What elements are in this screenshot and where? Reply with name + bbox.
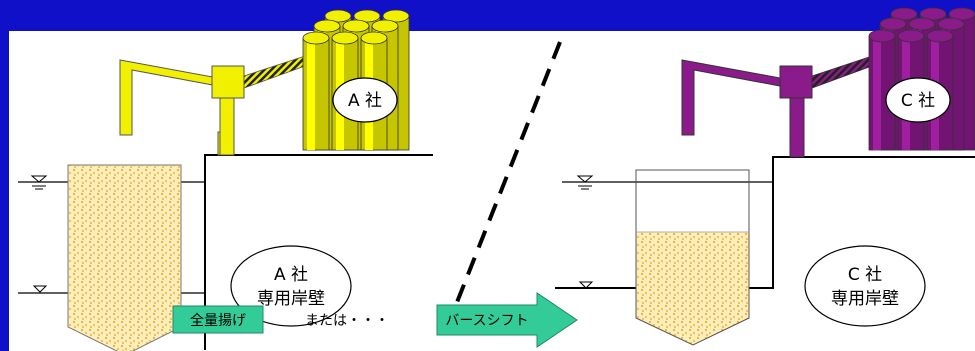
left-berth-line2: 専用岸壁 xyxy=(257,289,325,309)
left-silo-label: A 社 xyxy=(348,91,382,111)
right-seabed-symbol xyxy=(578,281,594,289)
frame-top-bar xyxy=(0,0,975,28)
silo-top xyxy=(382,9,410,23)
silo-top xyxy=(926,29,954,43)
full-unload-label-box xyxy=(172,305,264,334)
left-ship-full-cargo xyxy=(67,164,182,351)
right-berth-line2: 専用岸壁 xyxy=(831,289,899,309)
silo-top xyxy=(868,29,896,43)
left-seabed-symbol xyxy=(32,285,48,293)
silo-top xyxy=(879,17,907,31)
or-text: または・・・ xyxy=(305,313,389,329)
full-unload-label: 全量揚げ xyxy=(190,312,246,329)
left-unloader-crane xyxy=(119,55,306,156)
silo-top xyxy=(908,17,936,31)
right-berth-line1: C 社 xyxy=(848,265,882,285)
left-berth-line1: A 社 xyxy=(274,265,308,285)
silo-top xyxy=(948,7,975,21)
right-unloader-crane xyxy=(681,55,873,158)
right-scene: C 社 C 社 専用岸壁 xyxy=(555,7,975,346)
right-water-symbol xyxy=(576,175,594,190)
silo-top xyxy=(324,9,352,23)
silo-top xyxy=(302,31,330,45)
left-water-symbol xyxy=(30,175,48,190)
scene-divider xyxy=(446,41,562,326)
right-silo-label-oval xyxy=(885,77,951,123)
berth-shift-label: バースシフト xyxy=(445,313,528,329)
right-ship-partial-cargo xyxy=(636,232,749,345)
silo-highlight xyxy=(873,36,881,150)
silo-highlight xyxy=(307,38,315,150)
silo-top xyxy=(919,7,947,21)
silo-top xyxy=(331,31,359,45)
silo-top xyxy=(342,19,370,33)
silo-top xyxy=(897,29,925,43)
silo-top xyxy=(313,19,341,33)
left-quay-wall xyxy=(204,154,433,350)
silo-top xyxy=(353,9,381,23)
silo-top xyxy=(371,19,399,33)
left-silo-label-oval xyxy=(332,77,398,123)
berth-shift-arrow xyxy=(436,292,578,348)
silo-top xyxy=(937,17,965,31)
silo-top xyxy=(890,7,918,21)
right-ship-hull xyxy=(635,169,750,346)
silo-top xyxy=(360,31,388,45)
right-berth-oval xyxy=(804,245,926,327)
silo-body xyxy=(302,37,330,151)
right-silo-label: C 社 xyxy=(901,91,935,111)
